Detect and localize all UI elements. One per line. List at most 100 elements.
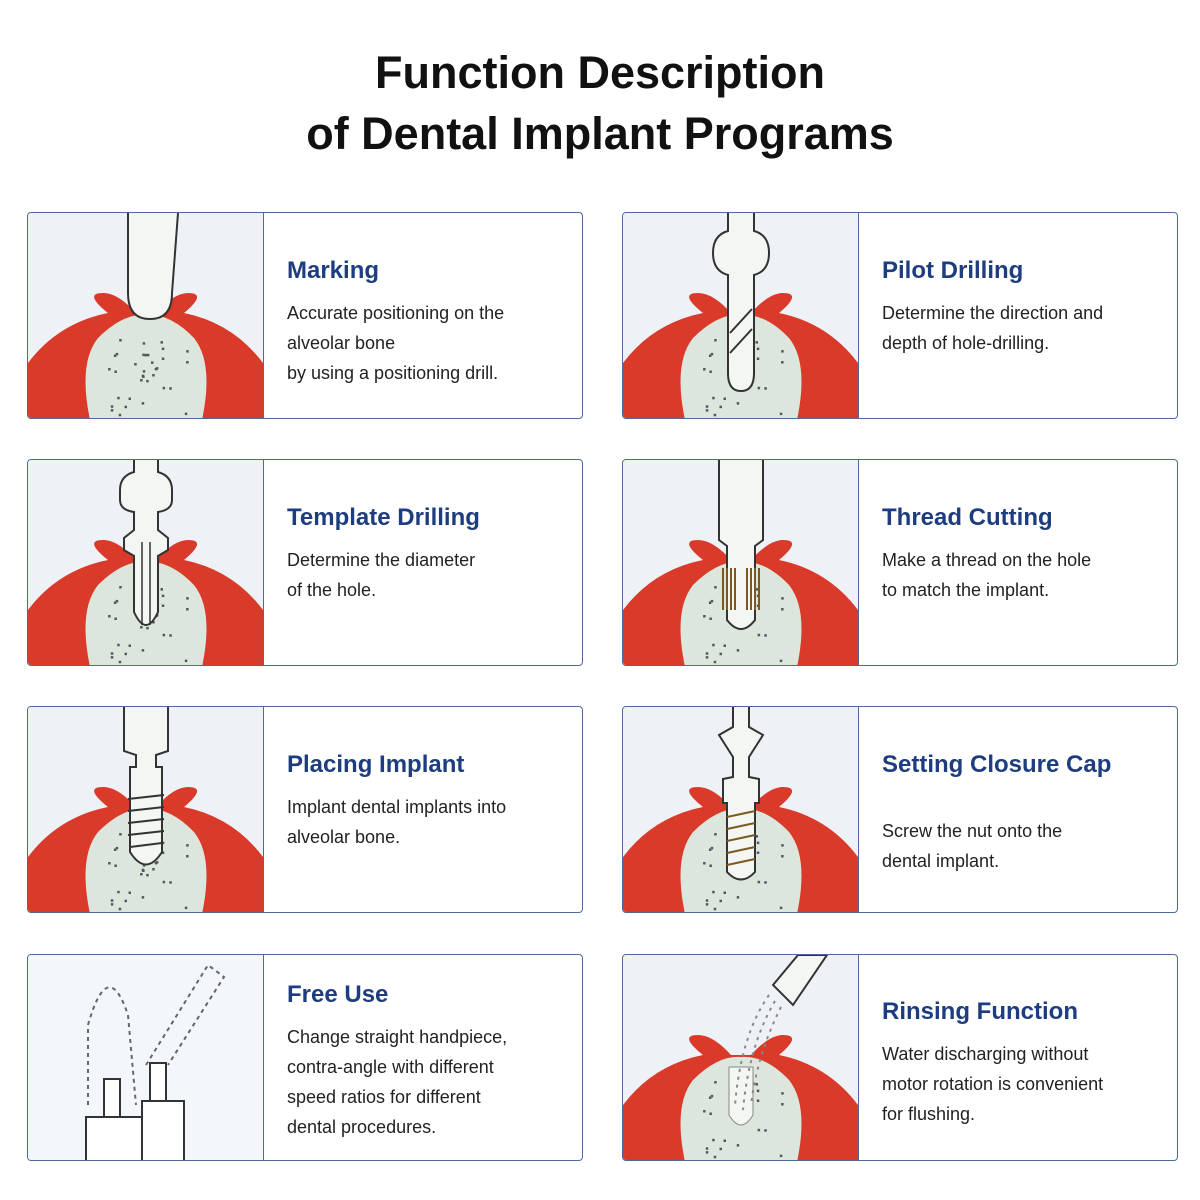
bone-speckle [114,617,117,620]
bone-speckle [140,379,143,382]
title-line-2: of Dental Implant Programs [306,108,894,159]
bone-speckle [764,1129,767,1132]
card-description: Screw the nut onto the dental implant. [882,821,1063,871]
bone-speckle [755,588,758,591]
bone-speckle [756,851,760,854]
bone-speckle [128,891,131,894]
bone-speckle [110,409,114,412]
alveolar-bone-shape [85,314,207,418]
bone-speckle [117,396,120,400]
bone-speckle [124,405,127,409]
bone-speckle [115,846,119,850]
bone-speckle [781,855,784,858]
card-title: Setting Closure Cap [882,751,1112,778]
bone-speckle [764,881,767,884]
bone-speckle [160,588,163,591]
card-description: Accurate positioning on the alveolar bon… [287,303,505,383]
bone-speckle [110,405,114,408]
bone-speckle [184,659,188,663]
bone-speckle [169,634,172,637]
bone-speckle [113,601,117,604]
bone-speckle [719,899,722,903]
bone-speckle [709,617,712,620]
bone-speckle [757,1128,761,1132]
card-title: Placing Implant [287,751,465,778]
bone-speckle [146,379,149,383]
bone-speckle [108,615,111,618]
bone-speckle [779,906,783,910]
bone-speckle [714,339,717,342]
bone-speckle [755,341,758,344]
bone-speckle [710,352,714,356]
bone-speckle [161,841,165,845]
bone-speckle [119,339,122,342]
bone-speckle [709,1112,712,1115]
bone-speckle [781,608,784,611]
bone-speckle [110,899,114,902]
bone-speckle [705,1151,709,1154]
bone-speckle [705,405,709,408]
bone-speckle [141,896,145,899]
bone-speckle [756,347,760,351]
card-description: Determine the diameter of the hole. [287,550,476,600]
bone-speckle [757,633,761,637]
bone-speckle [140,873,143,876]
bone-speckle [736,896,740,899]
card-title: Pilot Drilling [882,257,1024,284]
bone-speckle [186,597,189,600]
bone-speckle [755,1083,758,1086]
bone-speckle [779,412,783,416]
bone-speckle [703,862,706,865]
card-description: Implant dental implants into alveolar bo… [287,797,507,847]
bone-speckle [705,656,709,659]
card-template-drilling: Template Drilling Determine the diameter… [27,459,583,666]
template-drill-icon [28,460,263,665]
bone-speckle [118,907,122,911]
bone-speckle [113,354,117,357]
bone-speckle [723,1139,726,1142]
bone-speckle [161,347,165,351]
bone-speckle [108,862,111,865]
card-pilot-drilling: Pilot Drilling Determine the direction a… [622,212,1178,419]
bone-speckle [184,906,188,910]
bone-speckle [140,626,143,629]
bone-speckle [719,652,722,656]
bone-speckle [128,397,131,400]
bone-speckle [186,855,189,858]
bone-speckle [709,370,712,373]
bone-speckle [781,1092,784,1095]
bone-speckle [756,1099,760,1102]
bone-speckle [705,903,709,906]
bone-speckle [781,844,784,847]
bone-speckle [708,601,712,604]
card-description: Water discharging without motor rotation… [882,1044,1104,1124]
card-marking: Marking Accurate positioning on the alve… [27,212,583,419]
bone-speckle [736,649,740,652]
bone-speckle [719,1147,722,1151]
bone-speckle [161,851,165,854]
bone-speckle [186,350,189,353]
bone-speckle [712,1138,715,1142]
bone-speckle [142,864,146,867]
card-free-use: Free Use Change straight handpiece, cont… [27,954,583,1161]
bone-speckle [781,361,784,364]
bone-speckle [161,594,165,598]
bone-speckle [705,409,709,412]
bone-speckle [764,387,767,390]
card-title: Thread Cutting [882,504,1053,531]
bone-speckle [162,386,166,390]
bone-speckle [118,660,122,664]
bone-speckle [736,1144,740,1147]
bone-speckle [714,1081,717,1084]
bone-speckle [115,352,119,356]
pilot-drill-icon [623,213,858,418]
card-setting-closure-cap: Setting Closure Cap Screw the nut onto t… [622,706,1178,913]
bone-speckle [719,405,722,409]
bone-speckle [119,833,122,836]
bone-speckle [152,868,155,871]
bone-speckle [151,361,154,364]
bone-speckle [155,367,159,370]
bone-speckle [186,361,189,364]
bone-speckle [124,899,127,903]
bone-speckle [142,342,146,345]
